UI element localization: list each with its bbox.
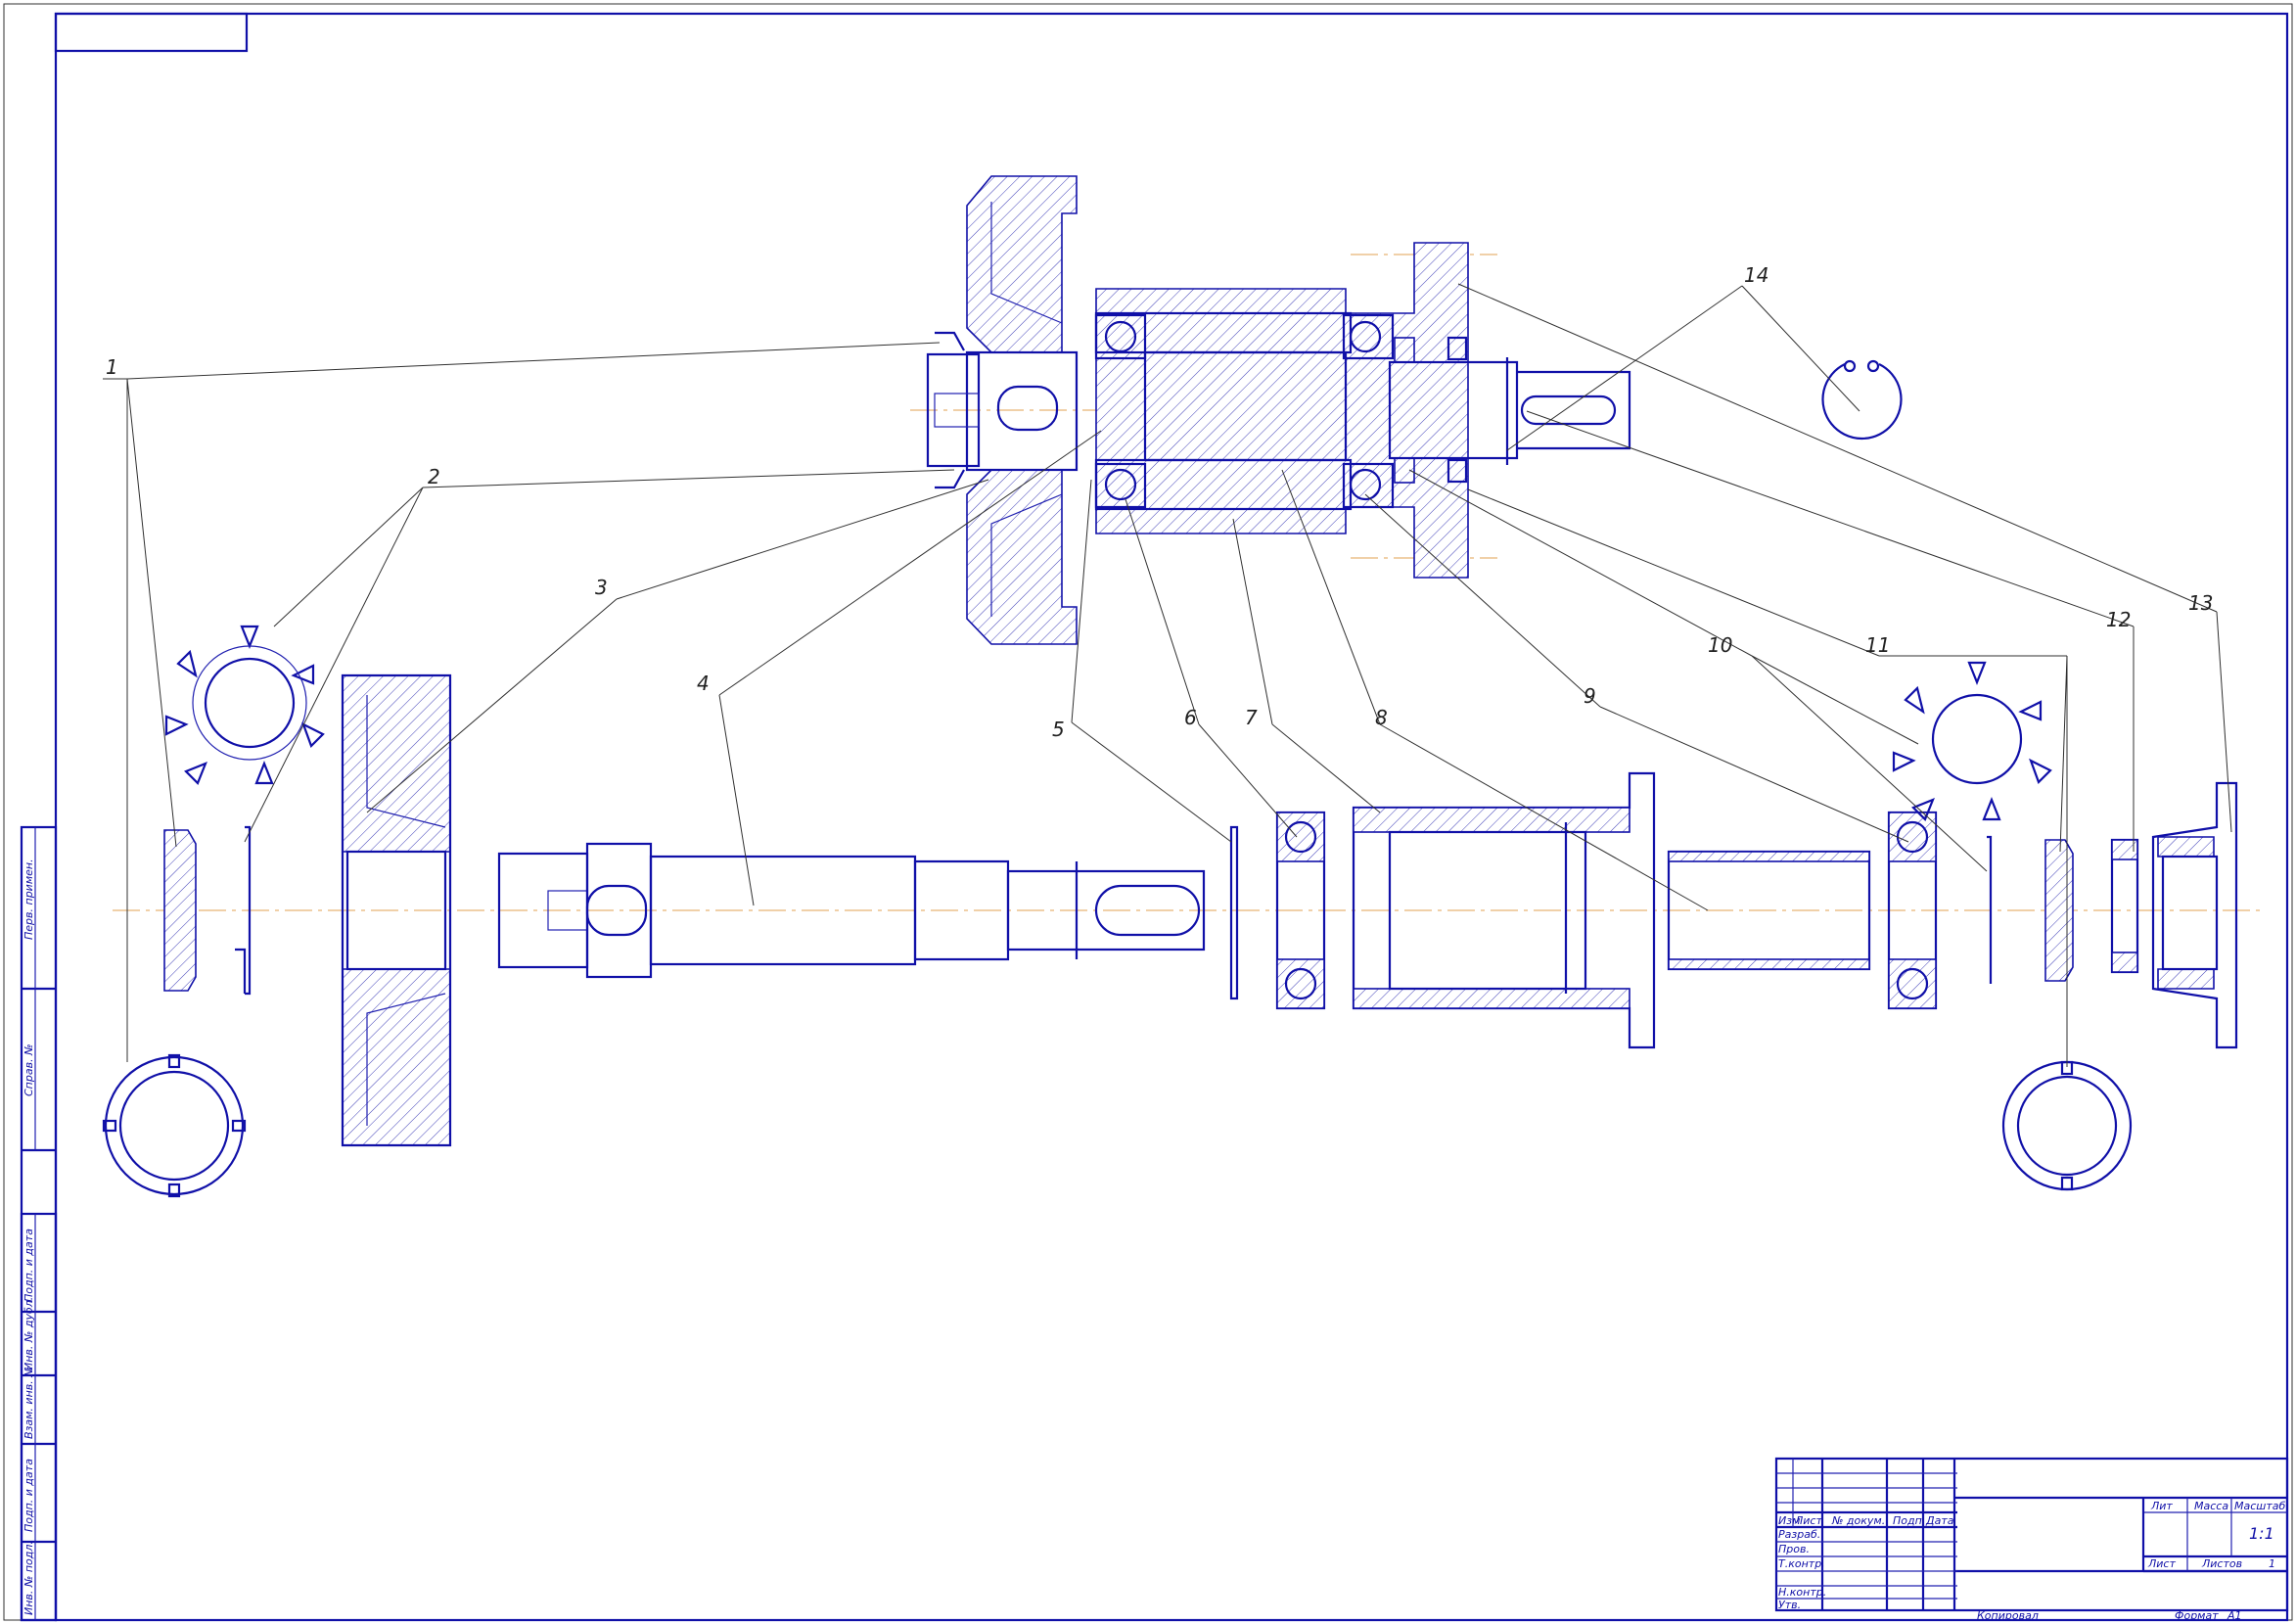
side-label-6: Инв. № подл. [23,1541,35,1615]
position-numbers: 1 2 3 4 5 6 7 8 9 10 11 12 13 14 [106,263,2213,741]
tb-role-1: Пров. [1778,1543,1810,1555]
side-strip: Перв. примен. Справ. № Подп. и дата Инв.… [20,825,58,1622]
position-number: 12 [2106,608,2131,631]
tb-sheets-value: 1 [2269,1557,2275,1570]
lock-washer-10 [1892,661,2052,821]
tb-izm: Изм [1778,1514,1800,1527]
shaft-4 [497,842,1206,979]
leader-lines [103,283,2232,1067]
position-number: 2 [428,465,440,488]
bearing-9 [1887,811,1938,1010]
format-label: Формат [2175,1609,2219,1622]
copied-label: Копировал [1977,1609,2039,1622]
tb-doc: № докум. [1831,1514,1885,1527]
format-value: A1 [2227,1609,2242,1622]
position-number: 7 [1245,706,1258,729]
tb-role-3: Н.контр. [1778,1586,1826,1599]
side-label-5: Подп. и дата [23,1459,35,1532]
tb-masshtab: Масштаб [2234,1500,2285,1512]
tb-sheet: Лист [2147,1557,2176,1570]
tb-role-4: Утв. [1778,1599,1801,1611]
position-number: 13 [2188,591,2213,615]
position-number: 4 [697,672,710,695]
tb-sheets: Листов [2201,1557,2242,1570]
position-number: 3 [595,576,608,599]
side-label-2: Подп. и дата [23,1229,35,1302]
side-label-3: Инв. № дубл. [23,1297,35,1370]
bottom-labels: Копировал Формат A1 [1977,1609,2242,1622]
side-label-0: Перв. примен. [23,858,35,940]
position-number: 1 [106,355,118,379]
bearing-6 [1275,811,1326,1010]
assembled-view [910,175,1631,645]
round-nut-1 [102,1053,247,1198]
side-label-4: Взам. инв. № [23,1366,35,1439]
tb-list: Лист [1794,1514,1822,1527]
position-number: 6 [1184,706,1197,729]
retaining-ring-14 [1821,359,1903,440]
tb-role-0: Разраб. [1778,1528,1820,1541]
position-number: 10 [1708,633,1732,657]
title-block: Изм Лист № докум. Подп Дата Разраб. Пров… [1774,1457,2289,1612]
tb-podp: Подп [1893,1514,1922,1527]
tb-data: Дата [1925,1514,1954,1527]
position-number: 8 [1375,706,1388,729]
lock-washer-2 [164,625,325,785]
sheet-frame [3,3,2293,1622]
housing-7 [1352,771,1656,1049]
tb-scale-value: 1:1 [2249,1524,2274,1543]
tb-massa: Масса [2194,1500,2228,1512]
position-number: 14 [1744,263,1768,287]
tb-role-2: Т.контр. [1778,1557,1825,1570]
tb-lit: Лит [2150,1500,2173,1512]
exploded-view [102,625,2266,1198]
position-number: 11 [1865,633,1890,657]
position-number: 9 [1584,684,1596,708]
end-cap-13 [2151,781,2238,1049]
position-number: 5 [1052,718,1065,741]
side-label-1: Справ. № [23,1044,35,1096]
